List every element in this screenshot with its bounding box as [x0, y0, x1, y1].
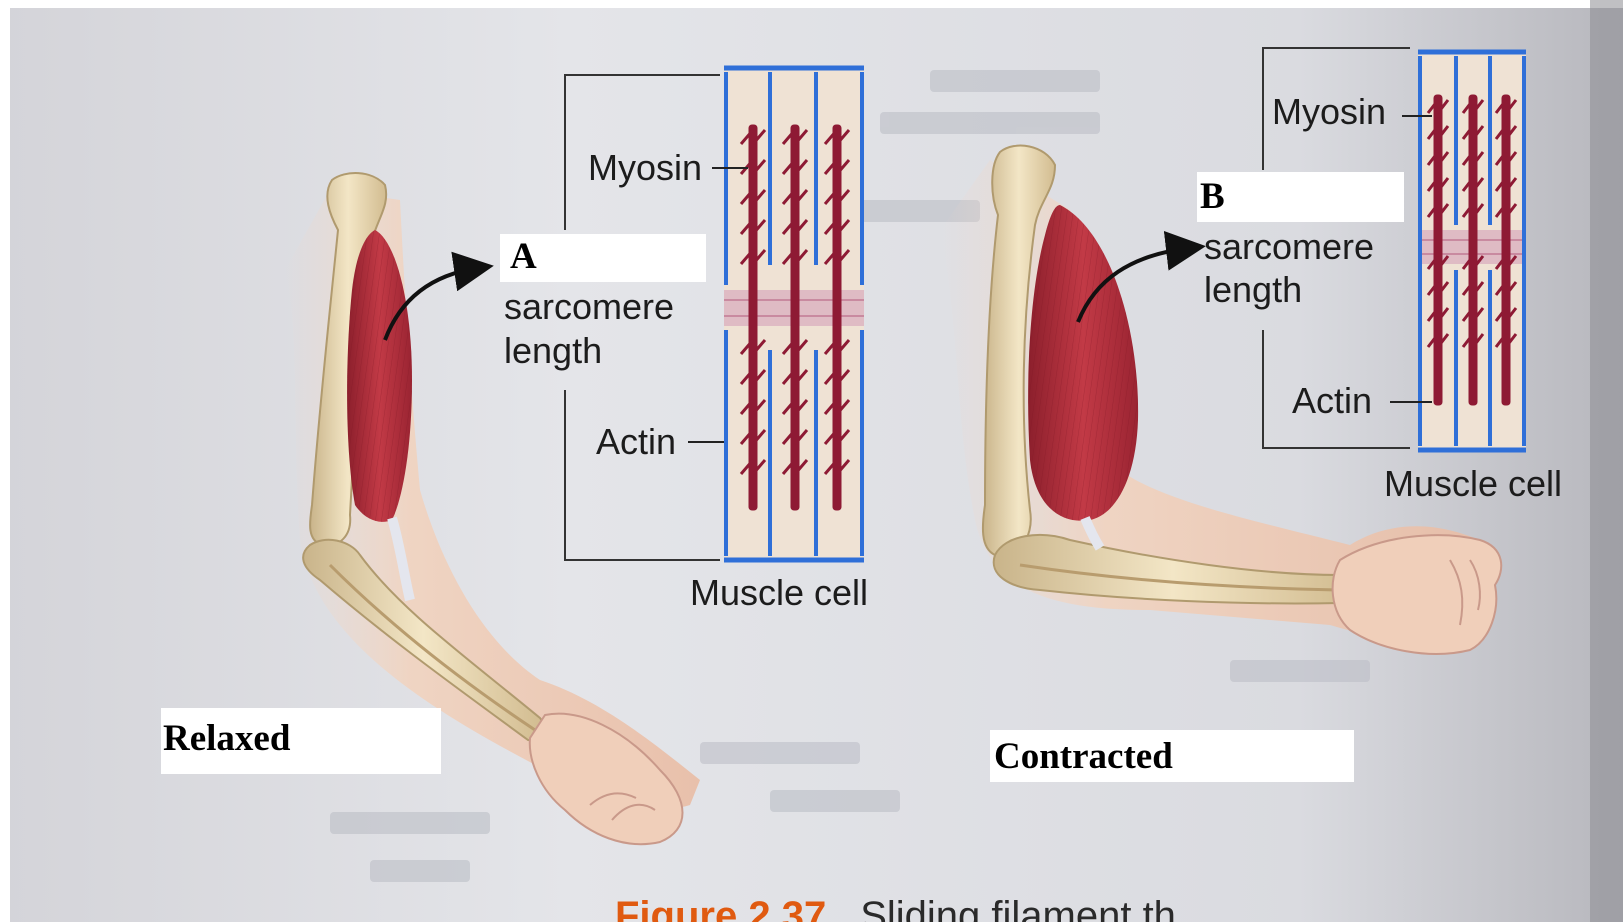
relaxed-sarcomere-line2: length [504, 333, 602, 369]
relaxed-blank-letter: A [510, 236, 537, 277]
relaxed-myosin-label: Myosin [588, 150, 702, 186]
contracted-state-label: Contracted [994, 736, 1173, 777]
contracted-muscle-cell-label: Muscle cell [1384, 466, 1562, 502]
contracted-blank-letter: B [1200, 176, 1225, 217]
contracted-myosin-label: Myosin [1272, 94, 1386, 130]
figure-caption-text: Sliding filament th [860, 894, 1176, 922]
relaxed-muscle-cell-label: Muscle cell [690, 575, 868, 611]
figure-caption: Figure 2.37 Sliding filament th [615, 896, 1176, 922]
contracted-state-box: Contracted [990, 730, 1354, 782]
figure-number: Figure 2.37 [615, 894, 826, 922]
relaxed-state-box: Relaxed [161, 708, 441, 774]
relaxed-state-label: Relaxed [163, 718, 290, 759]
contracted-myosin-filaments [1428, 95, 1516, 405]
contracted-sarcomere-line2: length [1204, 272, 1302, 308]
relaxed-actin-label: Actin [596, 424, 676, 460]
contracted-answer-box-b: B [1197, 172, 1404, 222]
relaxed-myosin-filaments [741, 125, 849, 510]
contracted-sarcomere-line1: sarcomere [1204, 229, 1374, 265]
relaxed-answer-box-a: A [500, 234, 706, 282]
relaxed-sarcomere-line1: sarcomere [504, 289, 674, 325]
contracted-actin-label: Actin [1292, 383, 1372, 419]
